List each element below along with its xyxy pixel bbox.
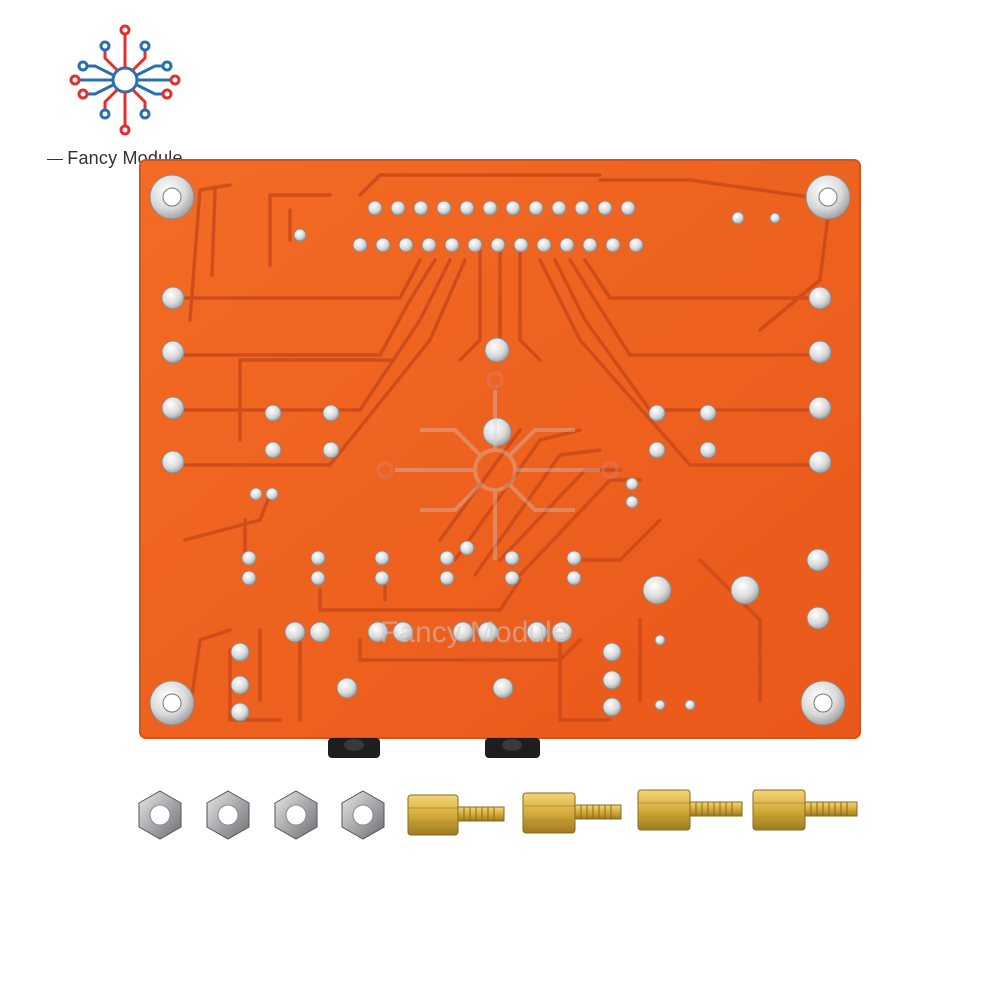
brass-standoffs: [407, 789, 858, 836]
circuit-logo-icon: [69, 24, 181, 136]
watermark-text: Fancy Module: [380, 616, 569, 649]
watermark-logo-icon: [376, 371, 619, 560]
solder-pads: [161, 200, 832, 722]
mounting-holes: [149, 174, 851, 726]
audio-jacks: [328, 738, 540, 758]
pcb-board: [139, 159, 861, 758]
hex-nuts: [138, 790, 385, 840]
brand-logo: Fancy Module: [40, 20, 210, 180]
